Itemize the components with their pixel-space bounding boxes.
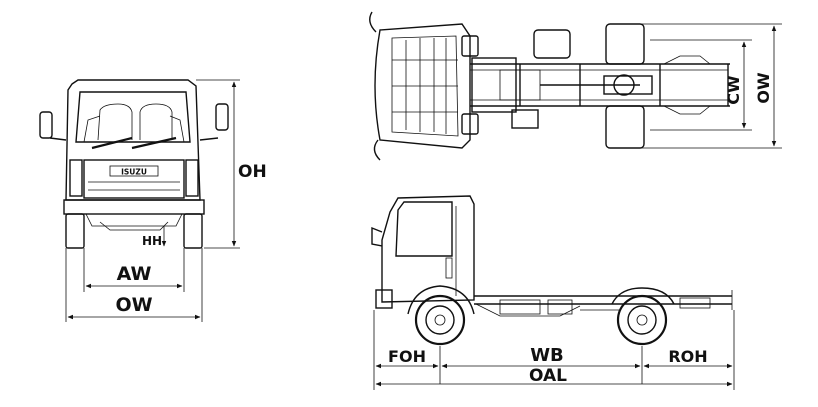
brand-badge: ISUZU: [121, 168, 147, 177]
side-view: FOH WB ROH OAL: [371, 195, 735, 390]
dim-label-cw: CW: [724, 75, 743, 105]
front-view: ISUZU OH HH AW OW: [39, 79, 267, 322]
dim-label-roh: ROH: [668, 347, 707, 366]
dim-label-ow-top: OW: [754, 72, 773, 104]
top-view: CW OW: [369, 11, 782, 161]
dim-label-wb: WB: [530, 345, 564, 366]
dim-label-ow-front: OW: [115, 294, 152, 316]
dim-label-foh: FOH: [388, 347, 426, 366]
dim-label-oal: OAL: [529, 366, 567, 386]
dim-label-aw: AW: [117, 263, 152, 285]
dim-label-hh: HH: [142, 234, 162, 248]
dim-label-oh: OH: [238, 162, 267, 182]
